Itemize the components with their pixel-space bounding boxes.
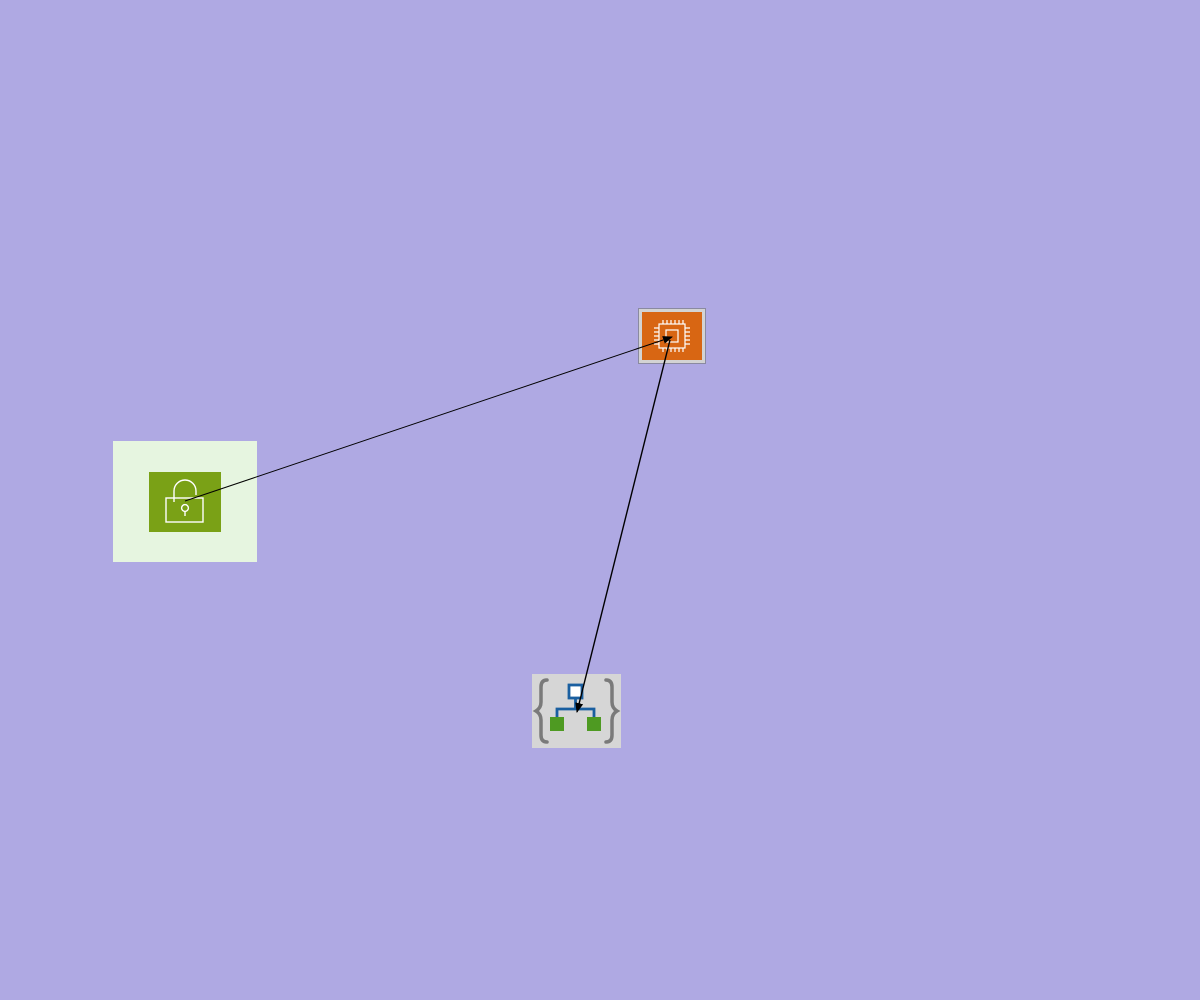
lock-tile (149, 472, 221, 532)
processor-chip-icon (642, 312, 702, 360)
chip-tile (642, 312, 702, 360)
padlock-icon (149, 472, 221, 532)
resource-group-template-icon (532, 678, 621, 744)
processor-chip-node[interactable] (638, 308, 706, 364)
lock-node[interactable] (113, 441, 257, 562)
resource-group-template-node[interactable] (532, 674, 621, 748)
